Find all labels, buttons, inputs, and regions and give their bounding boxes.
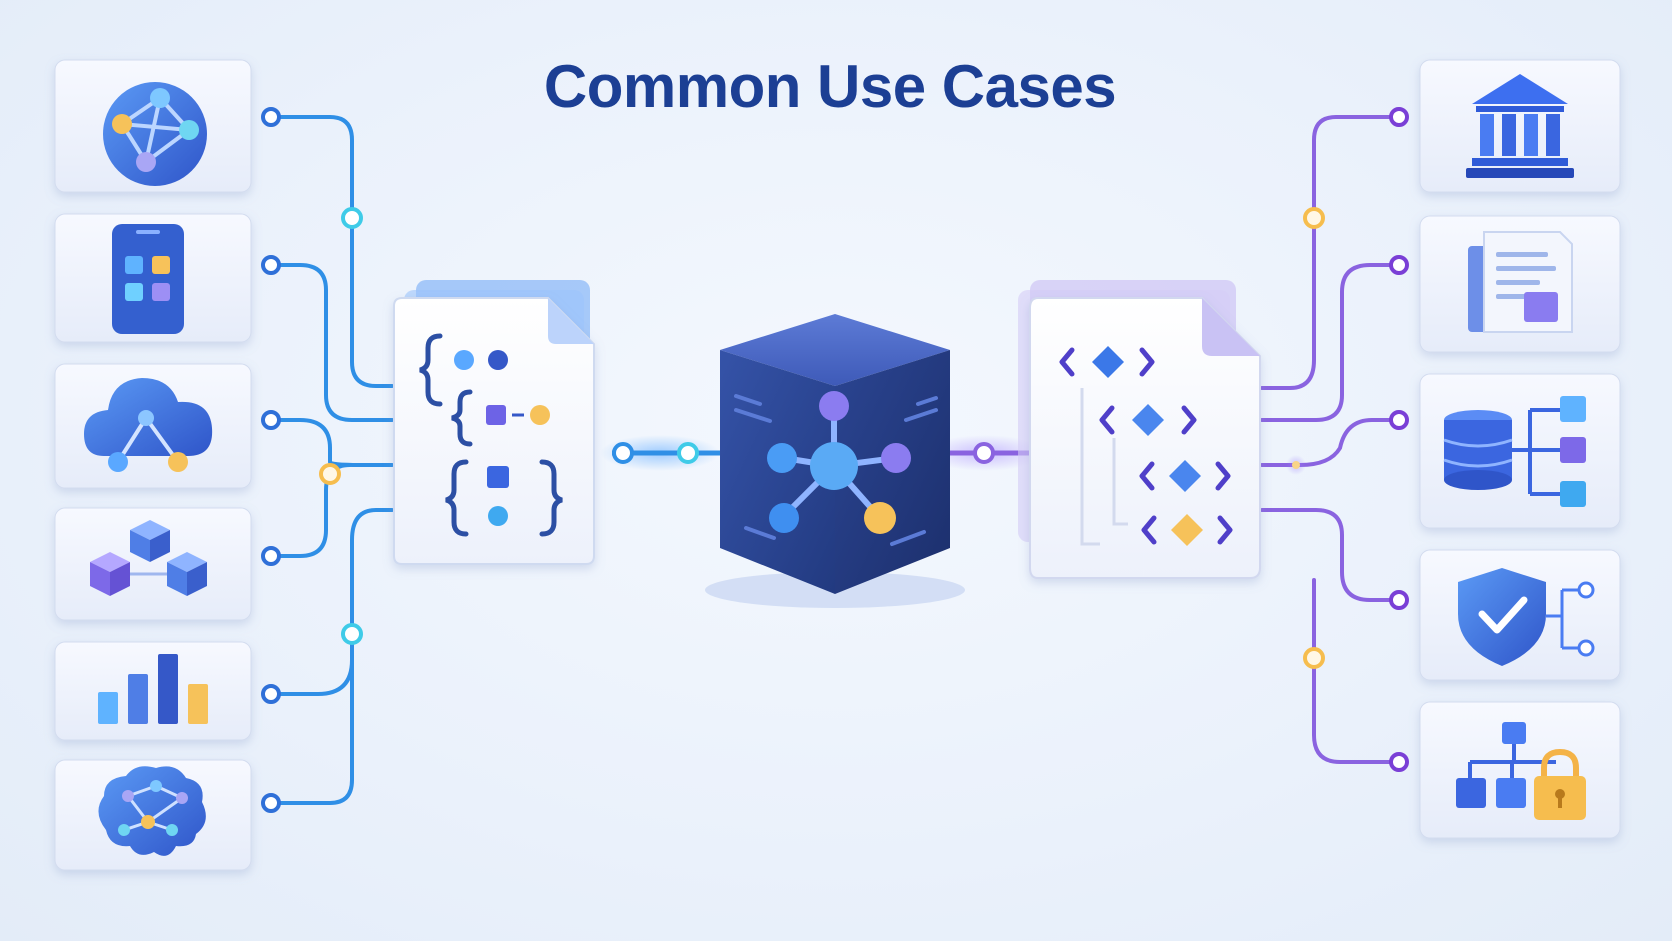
graph-hub-cube-icon [705,314,965,608]
connector-node [1389,752,1409,772]
connector-node [261,546,281,566]
connector-node [1389,255,1409,275]
connector-node [261,410,281,430]
junction-spark [1292,461,1300,469]
bar-chart-icon [98,654,208,724]
access-control-icon [1456,722,1586,820]
left-connector-endpoints [261,107,281,813]
documents-icon [1468,231,1573,333]
junction-node-yellow [319,463,341,485]
microservices-cubes-icon [90,520,207,596]
database-icon [1443,396,1586,507]
connector-node [261,255,281,275]
right-connector-endpoints [1389,107,1409,772]
cloud-network-icon [84,378,213,472]
link-node-right [973,442,995,464]
junction-node-cyan [341,207,363,229]
left-connectors [270,115,394,805]
security-shield-icon [1458,568,1595,666]
left-junction-nodes [319,207,363,645]
json-document-icon [393,280,595,565]
junction-node-cyan [341,623,363,645]
connector-node [261,793,281,813]
ai-brain-icon [98,766,206,856]
use-case-card [54,641,252,741]
page-title: Common Use Cases [543,53,1117,120]
connector-node [261,684,281,704]
left-card-column [54,59,252,871]
junction-node-yellow [1303,207,1325,229]
center-links [600,435,1045,471]
mobile-app-icon [112,224,184,334]
xml-document-icon [1018,280,1261,579]
right-card-column [1419,59,1621,839]
connector-node [1389,590,1409,610]
right-connectors [1260,115,1400,764]
bank-building-icon [1466,74,1574,178]
use-case-card [1419,59,1621,193]
connector-node [261,107,281,127]
link-node-left-a [612,442,634,464]
network-globe-icon [103,82,207,186]
right-junction-nodes [1286,207,1325,669]
connector-node [1389,107,1409,127]
connector-node [1389,410,1409,430]
junction-node-yellow [1303,647,1325,669]
link-node-left-b [677,442,699,464]
